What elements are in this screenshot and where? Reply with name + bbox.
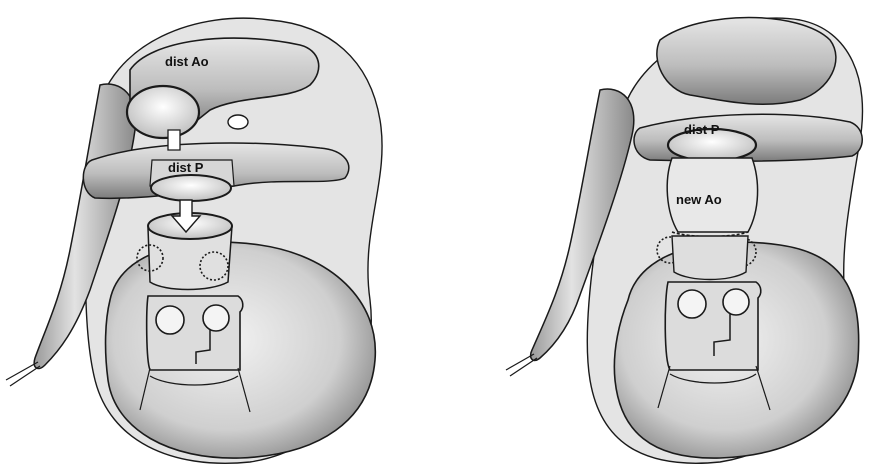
left-distal-pulmonary-lumen: [151, 175, 231, 201]
label-right-new-aorta: new Ao: [676, 192, 722, 207]
label-left-distal-aorta: dist Ao: [165, 54, 209, 69]
left-anastomosis-arrow: [168, 130, 180, 150]
label-right-distal-pulmonary: dist P: [684, 122, 720, 137]
right-thread-1: [506, 354, 534, 370]
left-ventricle-window: [147, 296, 243, 370]
left-panel: dist Ao dist P: [6, 18, 382, 463]
left-window-valve-1: [156, 306, 184, 334]
left-distal-aorta-lumen: [127, 86, 199, 138]
right-thread-2: [510, 358, 537, 376]
right-neoaortic-root: [672, 236, 748, 280]
right-aortic-arch: [657, 18, 836, 105]
label-left-distal-pulmonary: dist P: [168, 160, 204, 175]
right-window-valve-1: [678, 290, 706, 318]
left-coronary-ostium: [228, 115, 248, 129]
right-panel: dist P new Ao: [506, 18, 863, 464]
left-window-valve-2: [203, 305, 229, 331]
right-window-valve-2: [723, 289, 749, 315]
